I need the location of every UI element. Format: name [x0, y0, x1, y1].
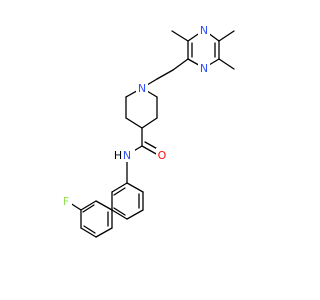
- bond: [125, 117, 143, 129]
- fluorine-label: F: [63, 195, 69, 208]
- pyrazine-nitrogen-label: N: [200, 62, 208, 75]
- bond: [95, 227, 113, 238]
- piperidine-ring: [125, 87, 158, 129]
- pyrazine-nitrogen-label: N: [200, 24, 208, 37]
- bond: [113, 207, 126, 216]
- bond: [141, 117, 158, 129]
- bond: [111, 209, 128, 220]
- phenyl-ring: [111, 182, 144, 220]
- atom-labels: N N N O H N F: [60, 23, 210, 208]
- bond: [111, 182, 128, 193]
- piperidine-nitrogen-label: N: [138, 82, 146, 95]
- bond: [156, 69, 174, 80]
- methyl-groups: [171, 30, 235, 70]
- bond: [80, 200, 97, 211]
- carbonyl-oxygen-label: O: [158, 149, 167, 162]
- bond: [126, 209, 144, 220]
- amide-nitrogen-label: N: [123, 149, 131, 162]
- bond: [218, 58, 235, 70]
- bond: [141, 145, 159, 156]
- bond: [113, 187, 126, 196]
- molecule-diagram: N N N O H N F: [60, 23, 235, 238]
- bond: [218, 30, 235, 42]
- amide-hydrogen-label: H: [114, 149, 122, 162]
- bond: [171, 30, 189, 42]
- bond: [126, 182, 144, 193]
- diagram-stage: N N N O H N F: [60, 23, 235, 238]
- fluorophenyl-ring: [80, 200, 113, 238]
- bond: [172, 58, 189, 71]
- methylene-linker: [141, 58, 189, 89]
- bond: [80, 227, 97, 238]
- biaryl-bond: [95, 200, 113, 211]
- bond: [83, 225, 96, 234]
- bond: [82, 204, 95, 213]
